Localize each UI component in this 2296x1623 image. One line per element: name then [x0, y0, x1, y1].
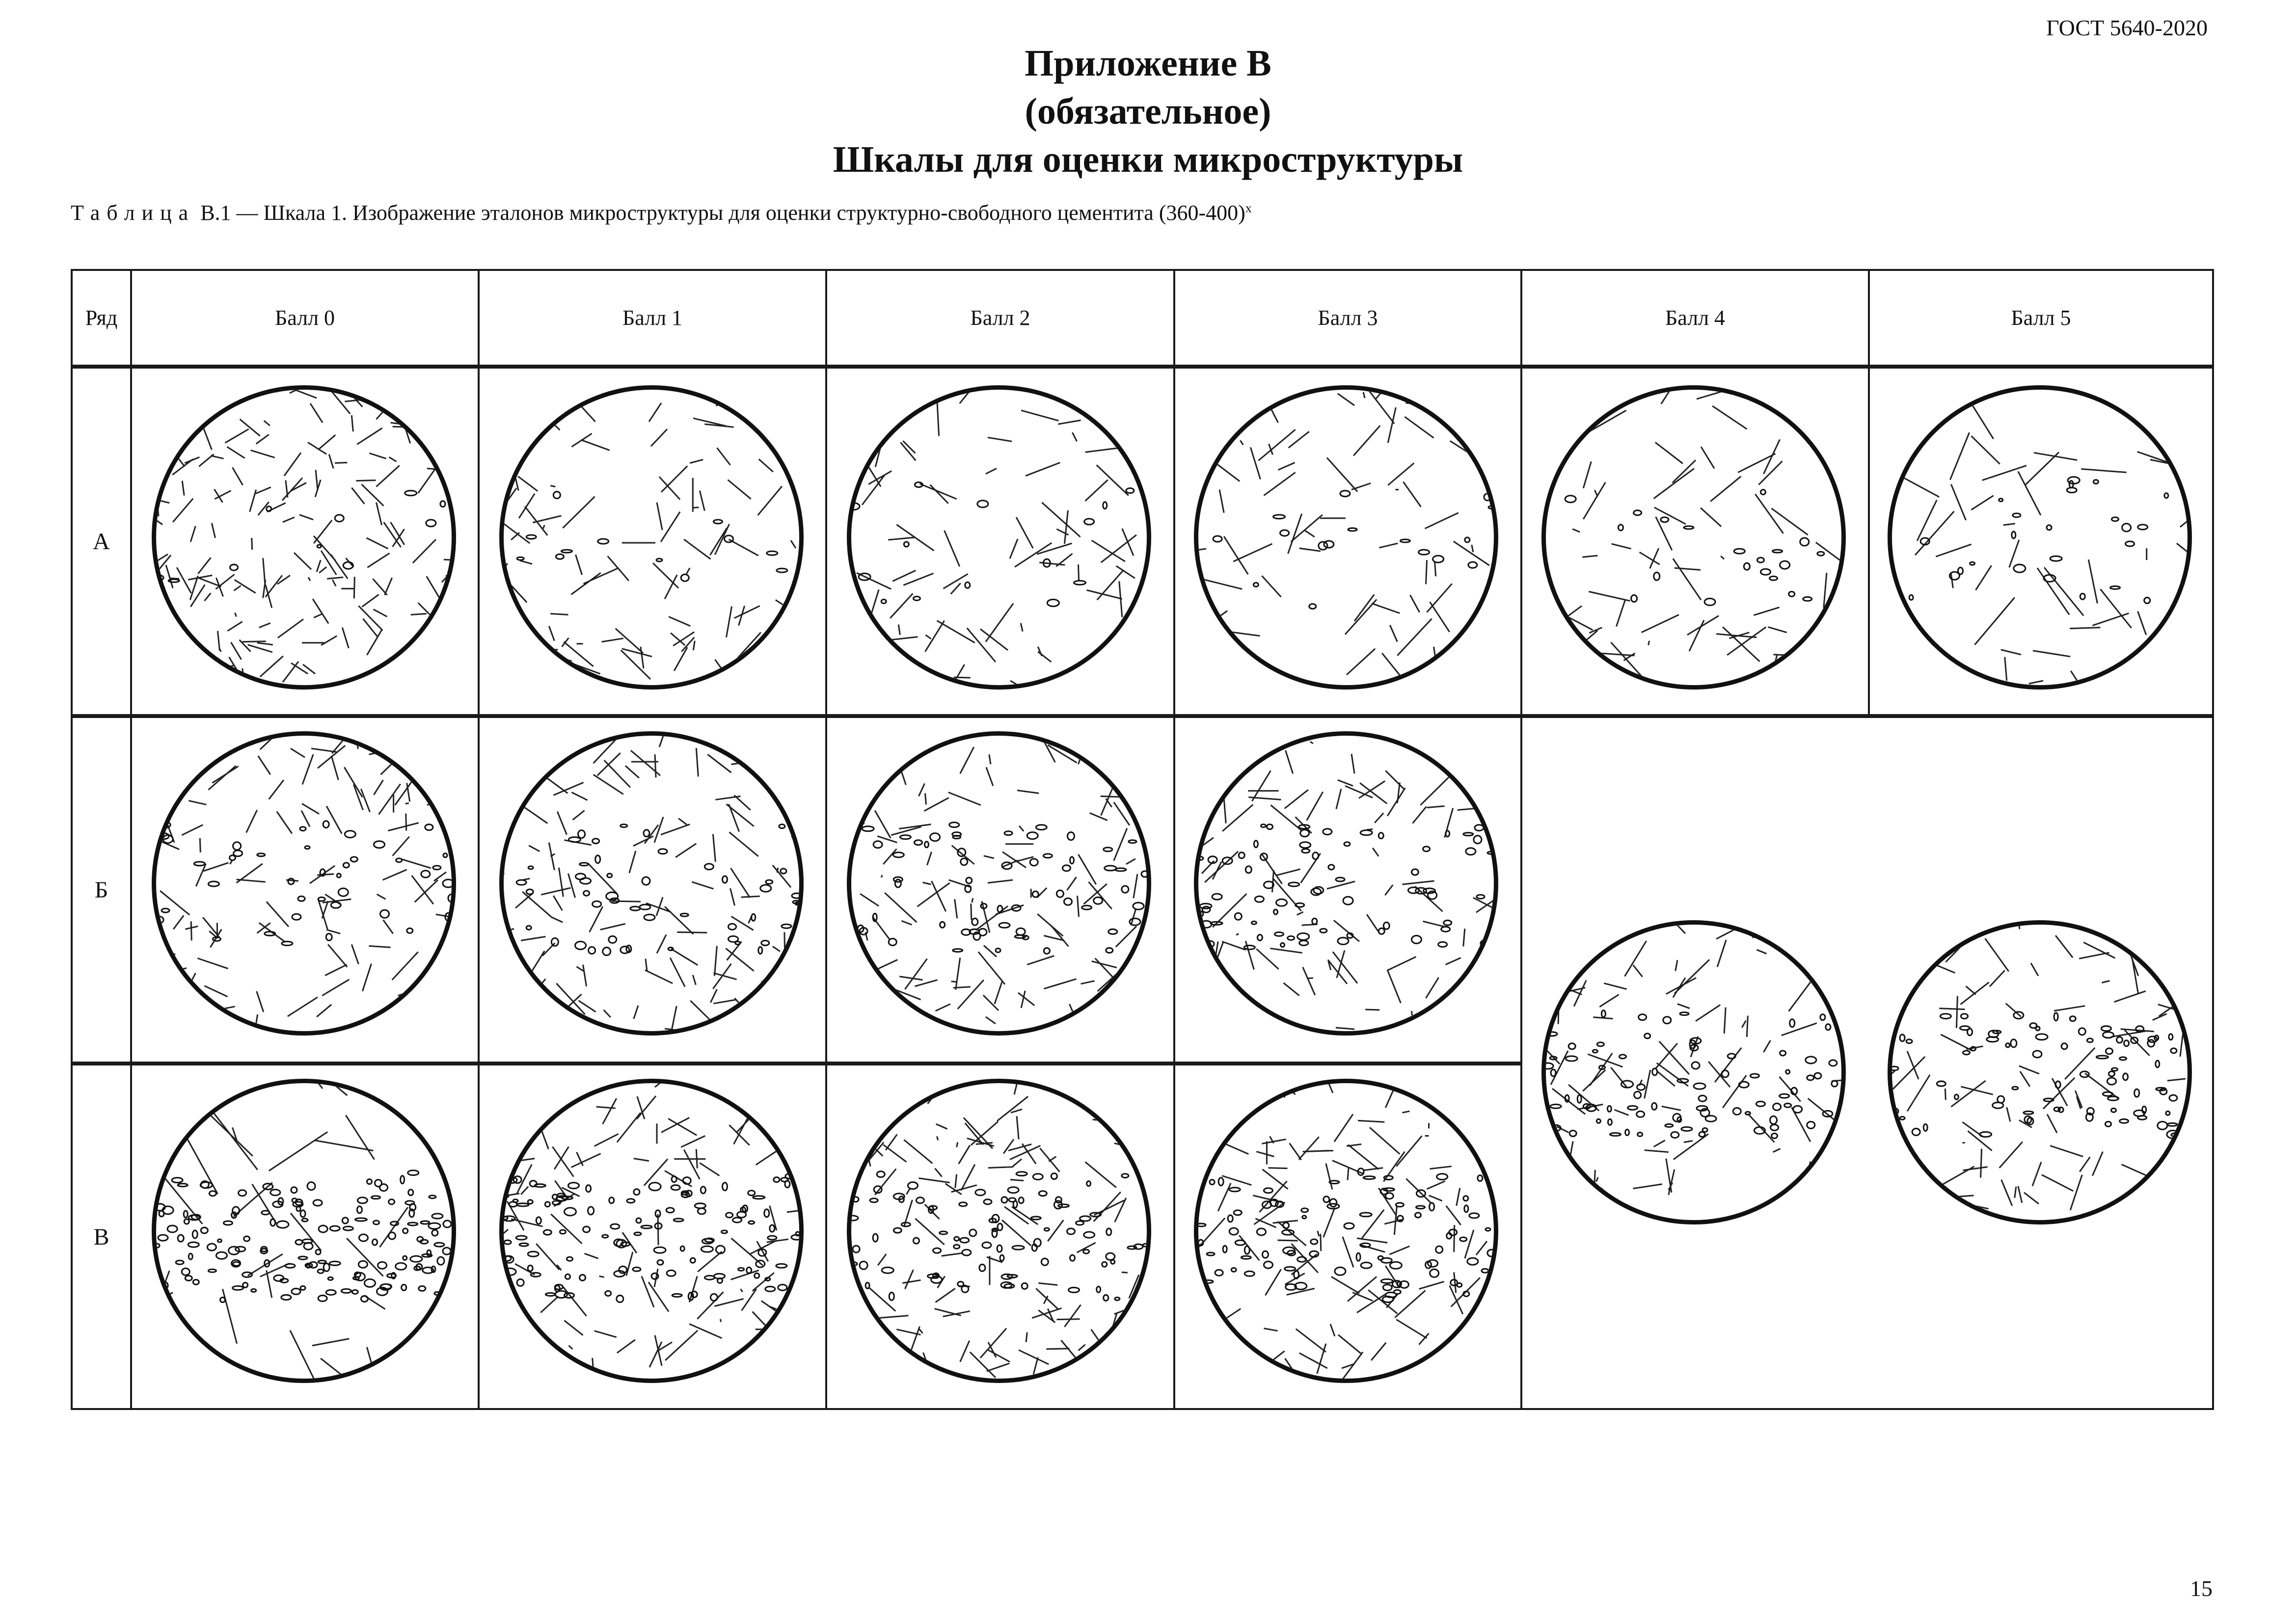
- micrograph-a-1: [499, 385, 804, 690]
- column-header-text: Балл 2: [970, 306, 1030, 330]
- column-header-text: Балл 5: [2011, 306, 2071, 330]
- column-header-text: Балл 3: [1318, 306, 1378, 330]
- micrograph-a-5: [1888, 385, 2192, 690]
- micrograph-a-2: [847, 385, 1151, 690]
- caption-superscript: x: [1245, 201, 1252, 215]
- caption-text: В.1 — Шкала 1. Изображение эталонов микр…: [200, 201, 1245, 225]
- appendix-title-block: Приложение В (обязательное) Шкалы для оц…: [0, 39, 2296, 184]
- column-header-1: Балл 1: [478, 269, 827, 367]
- micrograph-a-4: [1541, 385, 1846, 690]
- column-header-text: Балл 4: [1665, 306, 1726, 330]
- micrograph-v-3: [1194, 1079, 1498, 1383]
- caption-label: Таблица: [71, 201, 195, 225]
- micrograph-v-0: [152, 1079, 456, 1383]
- page-number: 15: [2190, 1576, 2213, 1601]
- header-row-label: Ряд: [71, 269, 132, 367]
- row-label-b: Б: [71, 714, 132, 1064]
- row-label-a: А: [71, 365, 132, 716]
- micrograph-v-1: [499, 1079, 804, 1383]
- column-header-text: Балл 1: [622, 306, 683, 330]
- micrograph-b-3: [1194, 731, 1498, 1036]
- column-header-text: Балл 0: [274, 306, 335, 330]
- micrograph-v-2: [847, 1079, 1151, 1383]
- appendix-status: (обязательное): [1025, 91, 1271, 132]
- row-label-v: В: [71, 1062, 132, 1410]
- micrograph-b-1: [499, 731, 804, 1036]
- corner-header-text: Ряд: [85, 306, 118, 330]
- row-label-text: В: [93, 1224, 109, 1250]
- row-label-text: А: [93, 528, 110, 555]
- table-caption: Таблица В.1 — Шкала 1. Изображение этало…: [71, 200, 1252, 225]
- micrograph-bv-4: [1541, 920, 1846, 1224]
- appendix-heading: Приложение В: [1025, 43, 1271, 84]
- row-label-text: Б: [94, 877, 108, 903]
- column-header-3: Балл 3: [1173, 269, 1522, 367]
- micrograph-b-0: [152, 731, 456, 1036]
- document-code: ГОСТ 5640-2020: [2046, 15, 2208, 40]
- column-header-0: Балл 0: [130, 269, 480, 367]
- micrograph-bv-5: [1888, 920, 2192, 1224]
- column-header-4: Балл 4: [1520, 269, 1870, 367]
- column-header-5: Балл 5: [1868, 269, 2214, 367]
- micrograph-b-2: [847, 731, 1151, 1036]
- micrograph-a-0: [152, 385, 456, 690]
- microstructure-table: Ряд Балл 0 Балл 1 Балл 2 Балл 3 Балл 4 Б…: [71, 269, 2214, 1410]
- merged-cell-bv-4-5: [1520, 714, 2214, 1410]
- column-header-2: Балл 2: [825, 269, 1175, 367]
- micrograph-a-3: [1194, 385, 1498, 690]
- appendix-title: Шкалы для оценки микроструктуры: [833, 139, 1463, 180]
